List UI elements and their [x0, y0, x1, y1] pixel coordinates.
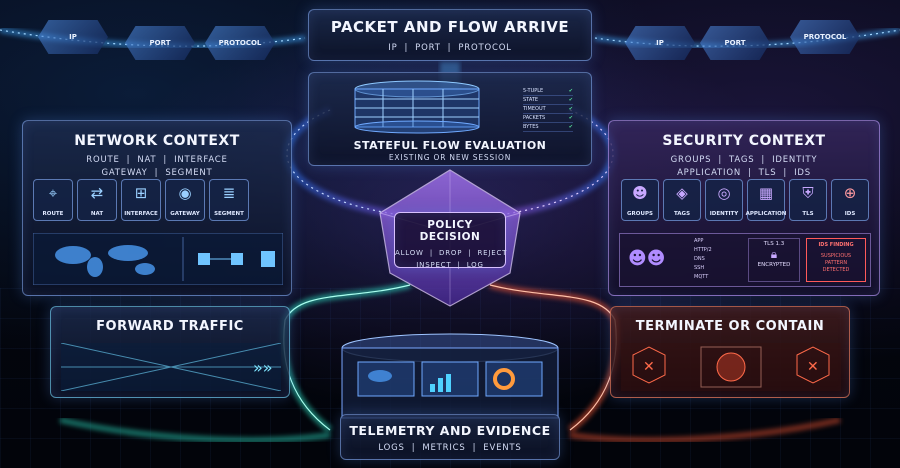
packet-arrival-panel: PACKET AND FLOW ARRIVE IP | PORT | PROTO…	[308, 9, 592, 61]
layers-icon: ≣	[222, 184, 236, 202]
block-hex-icon	[632, 346, 666, 384]
threat-virus-icon	[716, 352, 746, 382]
ethernet-port-icon: ⊞	[134, 184, 148, 202]
policy-line2: INSPECT | LOG	[416, 261, 484, 269]
terminate-panel: TERMINATE OR CONTAIN ✕ ✕	[610, 306, 850, 398]
dashboard-screens	[357, 361, 543, 397]
tag-port-right: PORT	[700, 26, 770, 60]
world-map-icon	[55, 245, 155, 277]
telemetry-subtitle: LOGS | METRICS | EVENTS	[378, 443, 522, 453]
nat-icon: ⇄	[90, 184, 104, 202]
network-map-strip	[33, 233, 283, 285]
tile-identity: ◎IDENTITY	[705, 179, 743, 221]
shield-icon: ⛨	[802, 184, 814, 202]
security-title: SECURITY CONTEXT	[662, 133, 826, 149]
tile-groups: ☻GROUPS	[621, 179, 659, 221]
tile-tags: ◈TAGS	[663, 179, 701, 221]
forward-arrows-icon: »»	[253, 358, 273, 377]
network-title: NETWORK CONTEXT	[74, 133, 240, 149]
block-hex-icon	[796, 346, 830, 384]
tag-ip-left: IP	[38, 20, 108, 54]
telemetry-title: TELEMETRY AND EVIDENCE	[349, 423, 551, 438]
tag-icon: ◈	[676, 184, 688, 202]
forward-traffic-panel: FORWARD TRAFFIC »»	[50, 306, 290, 398]
tile-route: ⌖ROUTE	[33, 179, 73, 221]
policy-line1: ALLOW | DROP | REJECT	[395, 249, 508, 257]
containment-visual: ✕ ✕	[621, 343, 841, 391]
forward-title: FORWARD TRAFFIC	[96, 319, 244, 334]
tag-port-left: PORT	[125, 26, 195, 60]
users-network-icon: ☻☻	[628, 248, 666, 269]
checklist-item: BYTES✔	[523, 124, 573, 132]
packet-arrival-title: PACKET AND FLOW ARRIVE	[330, 18, 570, 36]
tag-protocol-right: PROTOCOL	[790, 20, 860, 54]
route-icon: ⌖	[48, 184, 58, 202]
security-line1: GROUPS | TAGS | IDENTITY	[670, 155, 818, 165]
users-icon: ☻	[632, 184, 648, 202]
forward-tunnel: »»	[61, 343, 281, 391]
lock-icon: 🔒︎	[770, 247, 778, 261]
security-tile-row: ☻GROUPS ◈TAGS ◎IDENTITY ▦APPLICATION ⛨TL…	[621, 179, 869, 221]
checklist-item: PACKETS✔	[523, 115, 573, 123]
svg-text:✕: ✕	[807, 359, 819, 375]
flow-attribute-list: 5-TUPLE✔ STATE✔ TIMEOUT✔ PACKETS✔ BYTES✔	[523, 87, 573, 132]
tile-segment: ≣SEGMENT	[209, 179, 249, 221]
tile-interface: ⊞INTERFACE	[121, 179, 161, 221]
checklist-item: TIMEOUT✔	[523, 106, 573, 114]
policy-title: POLICY DECISION	[419, 219, 481, 243]
network-tile-row: ⌖ROUTE ⇄NAT ⊞INTERFACE ◉GATEWAY ≣SEGMENT	[33, 179, 249, 221]
tag-protocol-left: PROTOCOL	[205, 26, 275, 60]
ids-finding-card: IDS FINDING SUSPICIOUS PATTERN DETECTED	[806, 238, 866, 282]
stateful-subtitle: EXISTING OR NEW SESSION	[388, 153, 512, 162]
router-icon: ◉	[178, 184, 192, 202]
network-line1: ROUTE | NAT | INTERFACE	[86, 155, 228, 165]
network-context-panel: NETWORK CONTEXT ROUTE | NAT | INTERFACE …	[22, 120, 292, 296]
security-context-panel: SECURITY CONTEXT GROUPS | TAGS | IDENTIT…	[608, 120, 880, 296]
packet-arrival-subtitle: IP | PORT | PROTOCOL	[388, 43, 512, 53]
checklist-item: STATE✔	[523, 97, 573, 105]
tile-tls: ⛨TLS	[789, 179, 827, 221]
svg-text:✕: ✕	[643, 359, 655, 375]
tile-application: ▦APPLICATION	[746, 179, 786, 221]
tile-nat: ⇄NAT	[77, 179, 117, 221]
network-nodes-icon	[198, 251, 275, 267]
flow-table-icon	[354, 80, 480, 134]
security-line2: APPLICATION | TLS | IDS	[677, 168, 811, 178]
tag-ip-right: IP	[625, 26, 695, 60]
telemetry-pedestal	[341, 333, 559, 419]
tls-status-card: TLS 1.3 🔒︎ ENCRYPTED	[748, 238, 800, 282]
app-grid-icon: ▦	[758, 184, 774, 202]
terminate-title: TERMINATE OR CONTAIN	[635, 319, 825, 334]
radar-icon: ⊕	[843, 184, 857, 202]
network-line2: GATEWAY | SEGMENT	[101, 168, 213, 178]
checklist-item: 5-TUPLE✔	[523, 88, 573, 96]
tile-gateway: ◉GATEWAY	[165, 179, 205, 221]
stateful-evaluation-panel: 5-TUPLE✔ STATE✔ TIMEOUT✔ PACKETS✔ BYTES✔…	[308, 72, 592, 166]
stateful-title: STATEFUL FLOW EVALUATION	[353, 139, 547, 152]
fingerprint-icon: ◎	[717, 184, 731, 202]
policy-decision-panel: POLICY DECISION ALLOW | DROP | REJECT IN…	[394, 212, 508, 269]
telemetry-panel: TELEMETRY AND EVIDENCE LOGS | METRICS | …	[340, 414, 560, 460]
tile-ids: ⊕IDS	[831, 179, 869, 221]
